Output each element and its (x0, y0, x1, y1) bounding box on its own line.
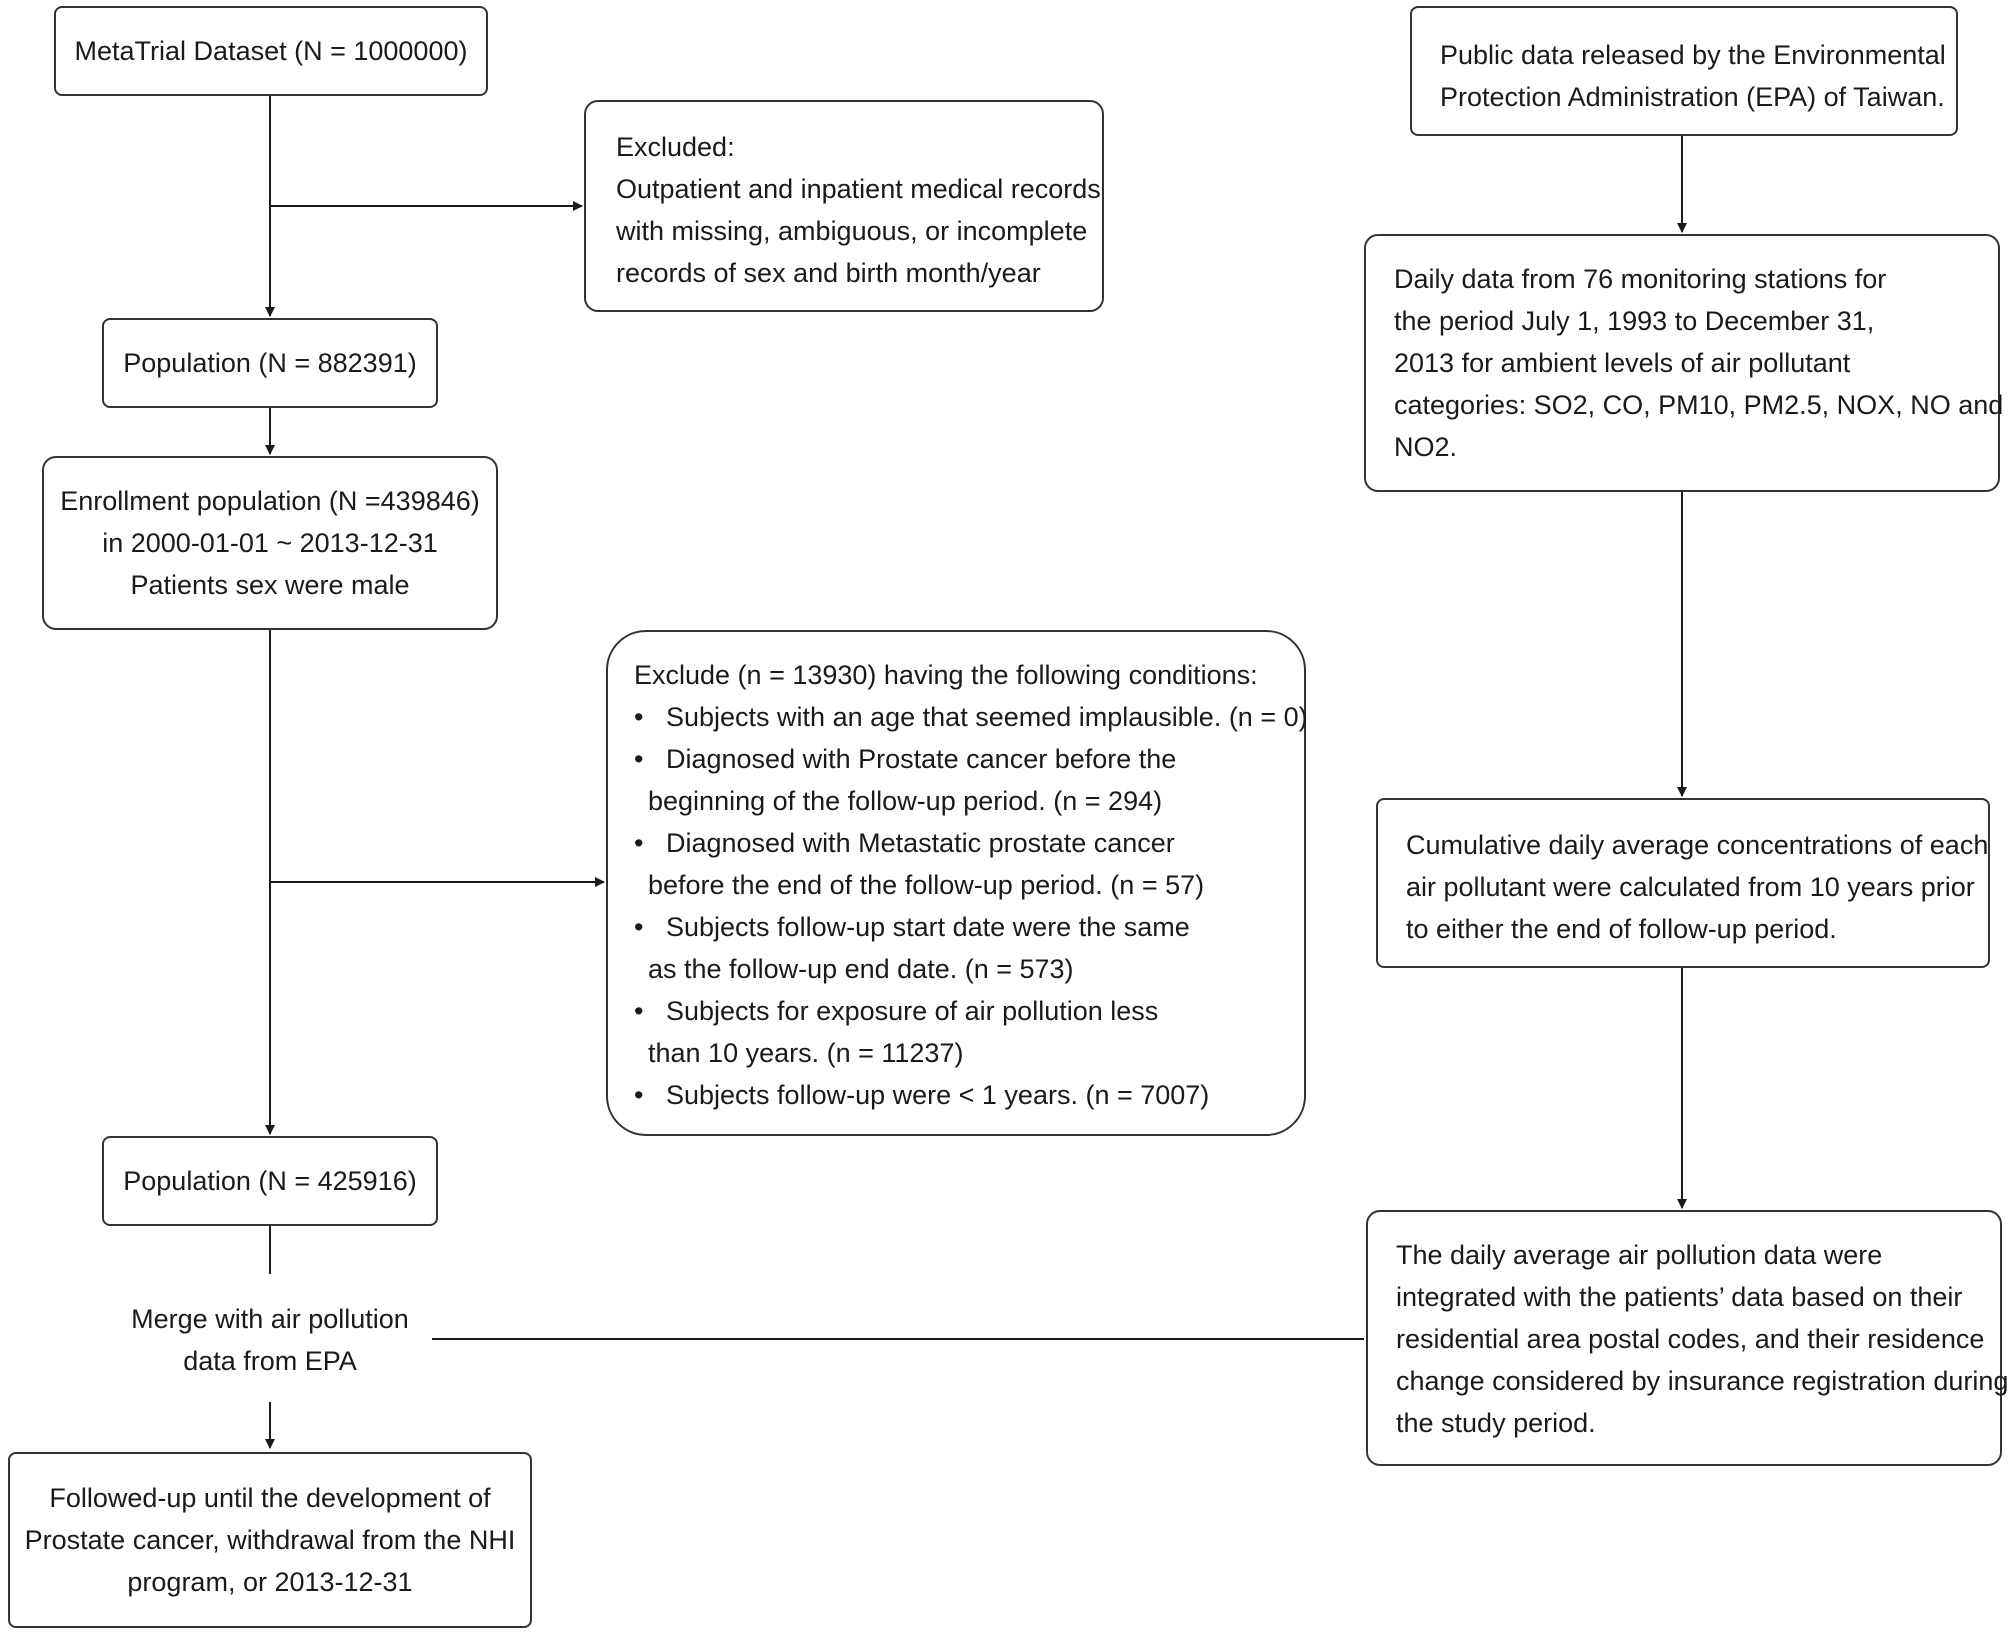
box-line: Public data released by the Environmenta… (1440, 40, 1946, 70)
box-line: Outpatient and inpatient medical records (616, 174, 1101, 204)
bullet-dot: • (634, 702, 644, 732)
exclusion-item: •Diagnosed with Metastatic prostate canc… (634, 822, 1304, 864)
box-line: 2013 for ambient levels of air pollutant (1394, 348, 1851, 378)
merge-line: Merge with air pollution (131, 1304, 409, 1334)
exclusion-item: •Subjects follow-up were < 1 years. (n =… (634, 1074, 1304, 1116)
cumulative-concentration-box: Cumulative daily average concentrations … (1376, 798, 1990, 968)
box-line: the period July 1, 1993 to December 31, (1394, 306, 1875, 336)
box-line: the study period. (1396, 1408, 1596, 1438)
exclusion-conditions-box: Exclude (n = 13930) having the following… (606, 630, 1308, 1136)
box-line: Protection Administration (EPA) of Taiwa… (1440, 82, 1945, 112)
exclusion-item-cont: before the end of the follow-up period. … (648, 870, 1205, 900)
exclusion-item: •Diagnosed with Prostate cancer before t… (634, 738, 1304, 780)
daily-monitoring-data-box: Daily data from 76 monitoring stations f… (1364, 234, 2004, 492)
box-line: change considered by insurance registrat… (1396, 1366, 2008, 1396)
merge-line: data from EPA (183, 1346, 357, 1376)
integrated-data-box: The daily average air pollution data wer… (1366, 1210, 2008, 1466)
box-line: in 2000-01-01 ~ 2013-12-31 (102, 528, 438, 558)
box-line: integrated with the patients’ data based… (1396, 1282, 1963, 1312)
population-882391-box: Population (N = 882391) (102, 318, 438, 408)
box-line: Daily data from 76 monitoring stations f… (1394, 264, 1887, 294)
exclusion-item: •Subjects for exposure of air pollution … (634, 990, 1304, 1032)
box-line: air pollutant were calculated from 10 ye… (1406, 872, 1975, 902)
merge-label: Merge with air pollution data from EPA (110, 1298, 430, 1382)
exclusion-title: Exclude (n = 13930) having the following… (634, 660, 1258, 690)
exclusion-item: •Subjects with an age that seemed implau… (634, 696, 1308, 738)
box-line: Followed-up until the development of (49, 1483, 491, 1513)
box-line: Prostate cancer, withdrawal from the NHI (24, 1525, 516, 1555)
box-line: records of sex and birth month/year (616, 258, 1041, 288)
population-425916-box: Population (N = 425916) (102, 1136, 438, 1226)
bullet-dot: • (634, 744, 644, 774)
box-line: with missing, ambiguous, or incomplete (616, 216, 1088, 246)
box-line: program, or 2013-12-31 (127, 1567, 413, 1597)
bullet-dot: • (634, 828, 644, 858)
bullet-dot: • (634, 996, 644, 1026)
epa-public-data-box: Public data released by the Environmenta… (1410, 6, 1958, 136)
bullet-dot: • (634, 912, 644, 942)
bullet-dot: • (634, 1080, 644, 1110)
box-line: Patients sex were male (130, 570, 410, 600)
box-line: The daily average air pollution data wer… (1396, 1240, 1883, 1270)
excluded-records-box: Excluded: Outpatient and inpatient medic… (584, 100, 1104, 312)
enrollment-population-box: Enrollment population (N =439846) in 200… (42, 456, 498, 630)
box-line: Enrollment population (N =439846) (60, 486, 480, 516)
metatrial-dataset-box: MetaTrial Dataset (N = 1000000) (54, 6, 488, 96)
box-line: residential area postal codes, and their… (1396, 1324, 1985, 1354)
box-line: categories: SO2, CO, PM10, PM2.5, NOX, N… (1394, 390, 2004, 420)
box-line: MetaTrial Dataset (N = 1000000) (74, 36, 468, 66)
box-line: NO2. (1394, 432, 1458, 462)
followed-up-box: Followed-up until the development of Pro… (8, 1452, 532, 1628)
exclusion-item-cont: than 10 years. (n = 11237) (648, 1038, 964, 1068)
exclusion-item-cont: beginning of the follow-up period. (n = … (648, 786, 1163, 816)
exclusion-item: •Subjects follow-up start date were the … (634, 906, 1304, 948)
box-line: Cumulative daily average concentrations … (1406, 830, 1989, 860)
box-line: Population (N = 425916) (123, 1166, 417, 1196)
box-line: to either the end of follow-up period. (1406, 914, 1837, 944)
box-line: Population (N = 882391) (123, 348, 417, 378)
box-line: Excluded: (616, 132, 735, 162)
exclusion-item-cont: as the follow-up end date. (n = 573) (648, 954, 1074, 984)
